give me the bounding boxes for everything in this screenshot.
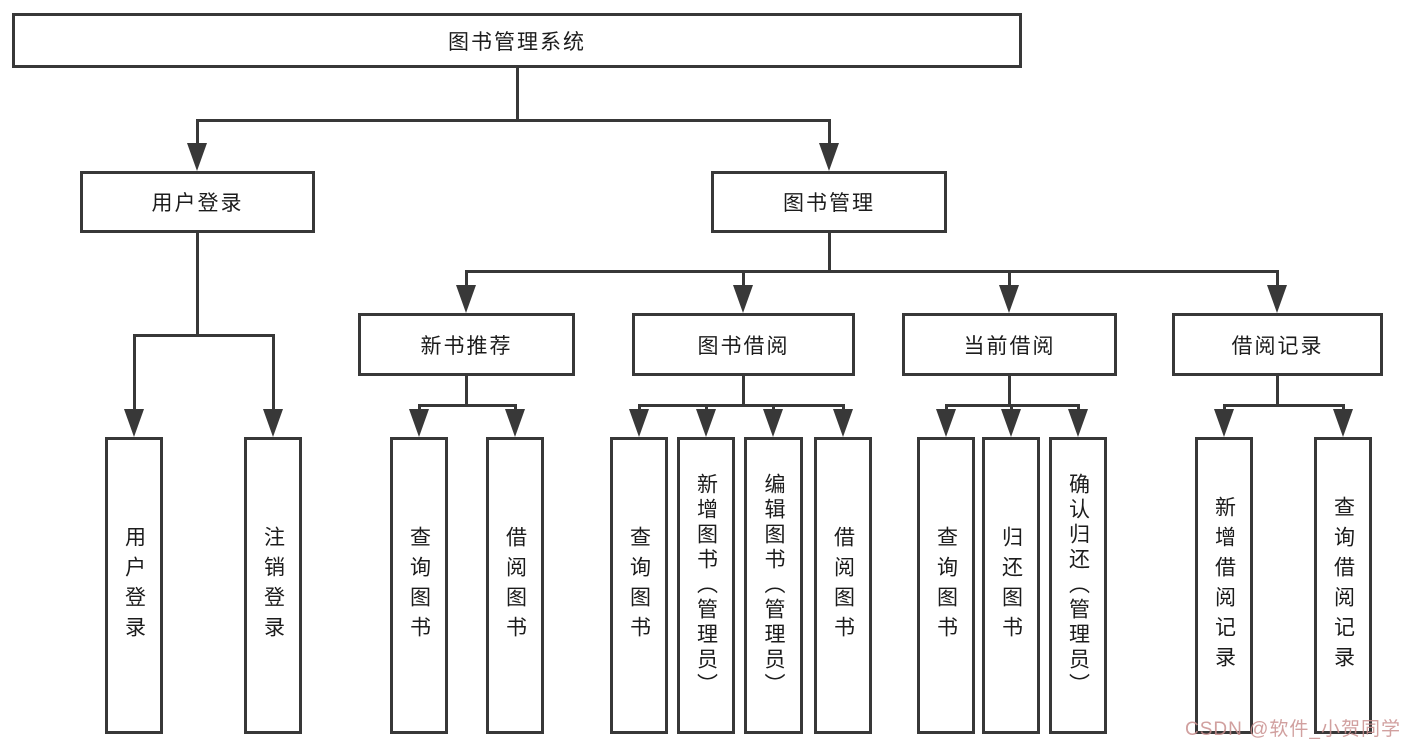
connector-line xyxy=(842,404,845,413)
connector-line xyxy=(196,233,199,336)
leaf-label: 借阅图书 xyxy=(503,525,527,646)
connector-arrow-down xyxy=(1001,409,1021,437)
leaf-label: 查询图书 xyxy=(407,525,431,646)
connector-line xyxy=(1008,270,1011,288)
connector-arrow-down xyxy=(1333,409,1353,437)
connector-line xyxy=(1342,404,1345,413)
leaf-label: 归还图书 xyxy=(999,525,1023,646)
connector-line xyxy=(418,404,421,413)
node-borrowing-records: 借阅记录 xyxy=(1172,313,1383,376)
connector-line xyxy=(514,404,517,413)
connector-line xyxy=(742,270,745,288)
leaf-add-borrow-record: 新增借阅记录 xyxy=(1195,437,1253,734)
connector-line xyxy=(196,119,199,145)
leaf-confirm-return-admin: 确认归还（管理员） xyxy=(1049,437,1107,734)
connector-arrow-down xyxy=(409,409,429,437)
leaf-return-book: 归还图书 xyxy=(982,437,1040,734)
connector-line xyxy=(638,404,641,413)
leaf-borrow-book-recommend: 借阅图书 xyxy=(486,437,544,734)
connector-arrow-down xyxy=(999,285,1019,313)
connector-line xyxy=(465,270,1279,273)
leaf-add-book-admin: 新增图书（管理员） xyxy=(677,437,735,734)
connector-line xyxy=(1223,404,1345,407)
connector-line xyxy=(1223,404,1226,413)
connector-line xyxy=(516,68,519,120)
node-new-book-recommend: 新书推荐 xyxy=(358,313,575,376)
connector-line xyxy=(828,119,831,145)
leaf-label: 注销登录 xyxy=(261,525,285,646)
connector-line xyxy=(465,270,468,288)
connector-arrow-down xyxy=(696,409,716,437)
connector-arrow-down xyxy=(1214,409,1234,437)
leaf-label: 借阅图书 xyxy=(831,525,855,646)
connector-line xyxy=(945,404,948,413)
node-book-management: 图书管理 xyxy=(711,171,947,233)
leaf-label: 查询图书 xyxy=(627,525,651,646)
connector-line xyxy=(638,404,845,407)
leaf-query-borrow-record: 查询借阅记录 xyxy=(1314,437,1372,734)
leaf-borrow-book: 借阅图书 xyxy=(814,437,872,734)
leaf-query-book-recommend: 查询图书 xyxy=(390,437,448,734)
leaf-logout: 注销登录 xyxy=(244,437,302,734)
connector-arrow-down xyxy=(1267,285,1287,313)
leaf-label: 查询图书 xyxy=(934,525,958,646)
node-user-login: 用户登录 xyxy=(80,171,315,233)
connector-arrow-down xyxy=(505,409,525,437)
connector-line xyxy=(1010,404,1013,413)
connector-line xyxy=(133,334,275,337)
connector-arrow-down xyxy=(819,143,839,171)
leaf-label: 新增图书（管理员） xyxy=(694,473,718,698)
connector-arrow-down xyxy=(936,409,956,437)
node-root-library-system: 图书管理系统 xyxy=(12,13,1022,68)
connector-line xyxy=(418,404,517,407)
connector-arrow-down xyxy=(456,285,476,313)
connector-arrow-down xyxy=(263,409,283,437)
connector-line xyxy=(1077,404,1080,413)
csdn-watermark: CSDN @软件_小贺同学 xyxy=(1185,719,1401,740)
leaf-label: 确认归还（管理员） xyxy=(1066,473,1090,698)
connector-line xyxy=(133,334,136,411)
connector-arrow-down xyxy=(124,409,144,437)
connector-arrow-down xyxy=(187,143,207,171)
connector-line xyxy=(828,233,831,273)
node-book-borrowing: 图书借阅 xyxy=(632,313,855,376)
leaf-query-book-current: 查询图书 xyxy=(917,437,975,734)
leaf-label: 新增借阅记录 xyxy=(1212,495,1236,676)
connector-arrow-down xyxy=(629,409,649,437)
connector-line xyxy=(742,376,745,406)
connector-arrow-down xyxy=(763,409,783,437)
leaf-edit-book-admin: 编辑图书（管理员） xyxy=(744,437,803,734)
connector-line xyxy=(705,404,708,413)
leaf-label: 用户登录 xyxy=(122,525,146,646)
connector-line xyxy=(196,119,831,122)
leaf-user-login: 用户登录 xyxy=(105,437,163,734)
connector-arrow-down xyxy=(1068,409,1088,437)
connector-line xyxy=(772,404,775,413)
leaf-label: 查询借阅记录 xyxy=(1331,495,1355,676)
connector-line xyxy=(272,334,275,411)
node-current-borrowing: 当前借阅 xyxy=(902,313,1117,376)
leaf-query-book-borrow: 查询图书 xyxy=(610,437,668,734)
connector-arrow-down xyxy=(733,285,753,313)
leaf-label: 编辑图书（管理员） xyxy=(762,473,785,698)
connector-line xyxy=(1276,270,1279,288)
connector-line xyxy=(465,376,468,406)
connector-line xyxy=(1008,376,1011,406)
connector-line xyxy=(1276,376,1279,406)
connector-arrow-down xyxy=(833,409,853,437)
